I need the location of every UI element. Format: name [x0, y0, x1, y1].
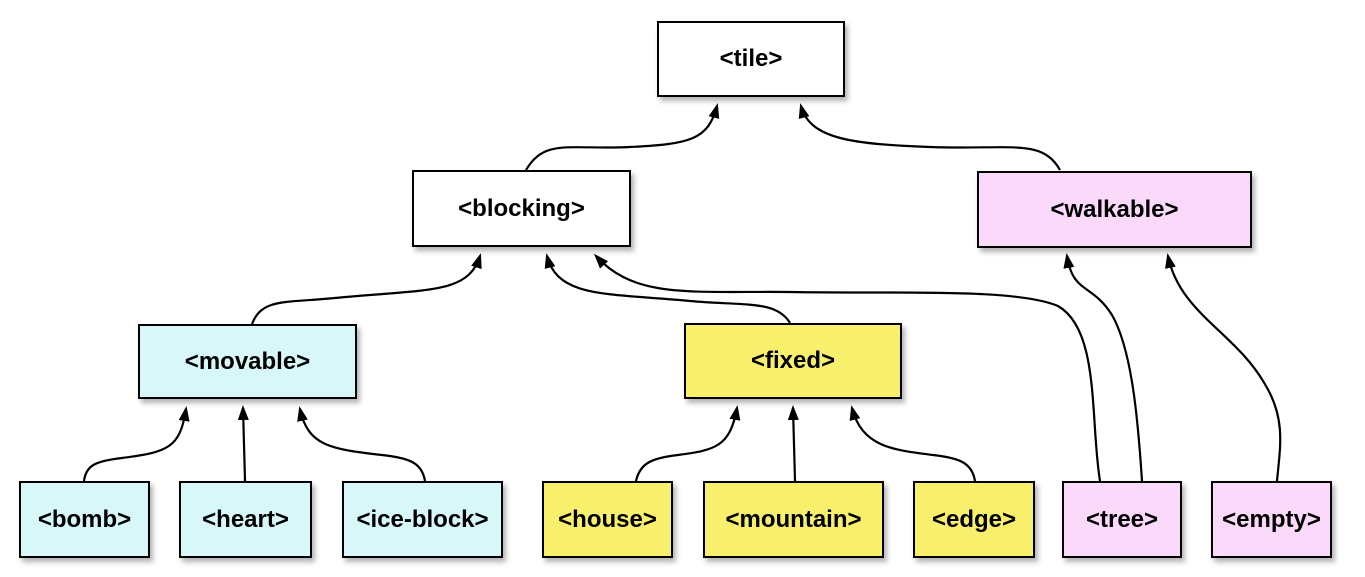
- edge-movable-to-blocking: [250, 253, 482, 325]
- node-walkable: <walkable>: [977, 171, 1252, 248]
- node-empty: <empty>: [1211, 481, 1332, 558]
- edge-mountain-to-fixed: [787, 405, 799, 482]
- node-house-label: <house>: [558, 505, 657, 533]
- node-tree-label: <tree>: [1085, 505, 1159, 533]
- node-mountain-label: <mountain>: [725, 505, 862, 533]
- node-tile: <tile>: [657, 21, 845, 97]
- edge-bomb-to-movable: [82, 406, 190, 482]
- node-mountain: <mountain>: [703, 481, 884, 558]
- edge-edge-to-fixed: [849, 405, 977, 482]
- edge-fixed-to-blocking: [544, 253, 791, 324]
- node-ice-block: <ice-block>: [342, 481, 503, 558]
- node-movable-label: <movable>: [184, 347, 311, 375]
- node-edge: <edge>: [913, 481, 1035, 558]
- node-bomb: <bomb>: [19, 481, 150, 558]
- node-walkable-label: <walkable>: [1050, 195, 1179, 223]
- node-fixed-label: <fixed>: [750, 347, 836, 374]
- edge-blocking-to-tile: [525, 103, 720, 171]
- node-heart-label: <heart>: [202, 505, 289, 533]
- edge-walkable-to-tile: [798, 103, 1061, 171]
- node-house: <house>: [542, 481, 673, 558]
- node-edge-label: <edge>: [931, 505, 1017, 533]
- node-movable: <movable>: [138, 324, 357, 399]
- edge-heart-to-movable: [237, 405, 249, 482]
- node-empty-label: <empty>: [1222, 505, 1321, 533]
- edge-house-to-fixed: [634, 405, 741, 482]
- edge-tree-to-walkable: [1063, 253, 1144, 482]
- edge-tree-to-blocking: [593, 253, 1102, 482]
- node-fixed: <fixed>: [684, 323, 902, 399]
- node-heart: <heart>: [179, 481, 312, 558]
- edge-empty-to-walkable: [1165, 253, 1282, 482]
- node-bomb-label: <bomb>: [37, 505, 132, 533]
- node-tile-label: <tile>: [719, 45, 783, 72]
- edge-ice-block-to-movable: [297, 406, 427, 482]
- node-blocking: <blocking>: [412, 170, 631, 247]
- node-blocking-label: <blocking>: [458, 194, 585, 222]
- node-ice-block-label: <ice-block>: [356, 505, 489, 533]
- node-tree: <tree>: [1062, 481, 1182, 558]
